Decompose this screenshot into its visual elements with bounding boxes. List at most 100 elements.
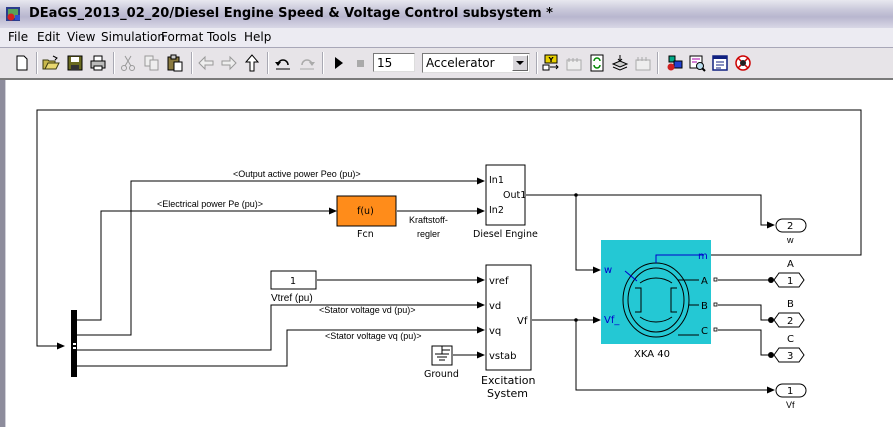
debug-icon[interactable] [733, 53, 753, 73]
vtref-constant-block[interactable] [270, 270, 317, 290]
signal-line-pe[interactable] [76, 207, 337, 321]
conn-port-a-label[interactable]: A [787, 259, 794, 270]
connection-line-c[interactable] [718, 329, 770, 356]
excitation-port-vstab[interactable]: vstab [489, 351, 517, 362]
conn-port-b[interactable]: 2 [773, 312, 805, 328]
forward-arrow-icon[interactable] [219, 53, 239, 73]
svg-text:1: 1 [787, 276, 793, 287]
conn-port-b-label[interactable]: B [787, 299, 794, 310]
machine-port-vf[interactable]: Vf_ [604, 315, 620, 326]
model-canvas[interactable] [6, 80, 893, 427]
window-frame-left [0, 80, 6, 427]
model-explorer-icon[interactable] [687, 53, 707, 73]
outport-vf-label[interactable]: Vf [786, 400, 795, 410]
vtref-label: Vtref (pu) [271, 293, 313, 304]
svg-text:3: 3 [787, 351, 793, 362]
menu-view[interactable]: View [67, 30, 96, 44]
menu-tools[interactable]: Tools [207, 30, 237, 44]
diesel-port-in2[interactable]: In2 [489, 205, 504, 216]
outport-vf[interactable]: 1 [775, 383, 807, 398]
fcn-label: Fcn [357, 229, 374, 240]
diesel-port-out1[interactable]: Out1 [503, 190, 526, 201]
svg-text:2: 2 [787, 316, 793, 327]
copy-icon[interactable] [142, 53, 162, 73]
library-browser-icon[interactable] [664, 53, 684, 73]
svg-text:2: 2 [787, 221, 793, 232]
model-properties-icon[interactable] [710, 53, 730, 73]
machine-port-m[interactable]: m [698, 251, 708, 262]
paste-icon[interactable] [165, 53, 185, 73]
excitation-port-vq[interactable]: vq [489, 326, 501, 337]
signal-label-pe: <Electrical power Pe (pu)> [157, 199, 263, 209]
signal-line-m-feedback[interactable] [36, 109, 862, 350]
open-folder-icon[interactable] [41, 53, 61, 73]
build-icon[interactable]: Y [541, 53, 561, 73]
signal-line-out1-w[interactable] [526, 194, 775, 229]
diesel-port-in1[interactable]: In1 [489, 175, 504, 186]
build-subsystem-icon[interactable] [633, 53, 653, 73]
undo-icon[interactable] [273, 53, 293, 73]
stop-time-input[interactable]: 15 [373, 53, 415, 72]
machine-label: XKA 40 [634, 349, 670, 360]
toolbar-separator [657, 52, 659, 74]
stop-icon[interactable] [350, 53, 370, 73]
toolbar-separator [267, 52, 269, 74]
up-arrow-icon[interactable] [242, 53, 262, 73]
signal-line-vf-out[interactable] [575, 320, 775, 394]
excitation-label-1: Excitation [481, 374, 536, 387]
menu-help[interactable]: Help [244, 30, 272, 44]
menu-bar: File Edit View Simulation Format Tools H… [0, 28, 893, 48]
machine-port-c[interactable]: C [701, 326, 708, 337]
simulation-mode-select[interactable]: Accelerator [422, 53, 530, 73]
signal-line-peo[interactable] [76, 177, 485, 336]
save-icon[interactable] [65, 53, 85, 73]
simulink-model-icon [6, 7, 20, 21]
signal-line-vq[interactable] [76, 326, 485, 367]
machine-port-w[interactable]: w [604, 265, 612, 276]
machine-port-b[interactable]: B [701, 301, 708, 312]
conn-port-a[interactable]: 1 [773, 272, 805, 288]
conn-port-c[interactable]: 3 [773, 347, 805, 363]
back-arrow-icon[interactable] [196, 53, 216, 73]
diesel-engine-block[interactable] [485, 164, 526, 226]
menu-file[interactable]: File [8, 30, 29, 44]
menu-simulation[interactable]: Simulation [101, 30, 165, 44]
excitation-system-block[interactable] [485, 264, 532, 371]
refresh-icon[interactable] [587, 53, 607, 73]
outport-w[interactable]: 2 [775, 218, 807, 233]
signal-line-vd[interactable] [76, 301, 485, 351]
excitation-label-2: System [487, 387, 528, 400]
signal-label-vd: <Stator voltage vd (pu)> [319, 305, 416, 315]
title-bar: DEaGS_2013_02_20/Diesel Engine Speed & V… [0, 0, 893, 29]
incremental-build-icon[interactable] [610, 53, 630, 73]
svg-text:1: 1 [787, 386, 793, 397]
toolbar-separator [36, 52, 38, 74]
excitation-port-vref[interactable]: vref [489, 276, 509, 287]
menu-edit[interactable]: Edit [37, 30, 61, 44]
ground-block[interactable] [431, 345, 453, 366]
outport-w-label[interactable]: w [786, 235, 794, 245]
print-icon[interactable] [88, 53, 108, 73]
fcn-expression: f(u) [357, 206, 374, 217]
signal-label-regler: regler [417, 229, 440, 239]
signal-label-vq: <Stator voltage vq (pu)> [325, 331, 422, 341]
update-diagram-icon[interactable] [564, 53, 584, 73]
conn-port-c-label[interactable]: C [787, 334, 794, 345]
cut-icon[interactable] [118, 53, 138, 73]
redo-icon[interactable] [297, 53, 317, 73]
fcn-block[interactable] [336, 195, 397, 227]
connection-line-b[interactable] [718, 304, 770, 321]
new-file-icon[interactable] [12, 53, 32, 73]
signal-line-out1-machine[interactable] [575, 195, 601, 274]
toolbar-separator [322, 52, 324, 74]
menu-format[interactable]: Format [161, 30, 204, 44]
machine-port-a[interactable]: A [701, 276, 708, 287]
toolbar-separator [191, 52, 193, 74]
toolbar-separator [113, 52, 115, 74]
play-icon[interactable] [328, 53, 348, 73]
toolbar-separator [536, 52, 538, 74]
excitation-port-vf[interactable]: Vf [517, 316, 528, 327]
excitation-port-vd[interactable]: vd [489, 301, 501, 312]
chevron-down-icon[interactable] [512, 55, 528, 71]
